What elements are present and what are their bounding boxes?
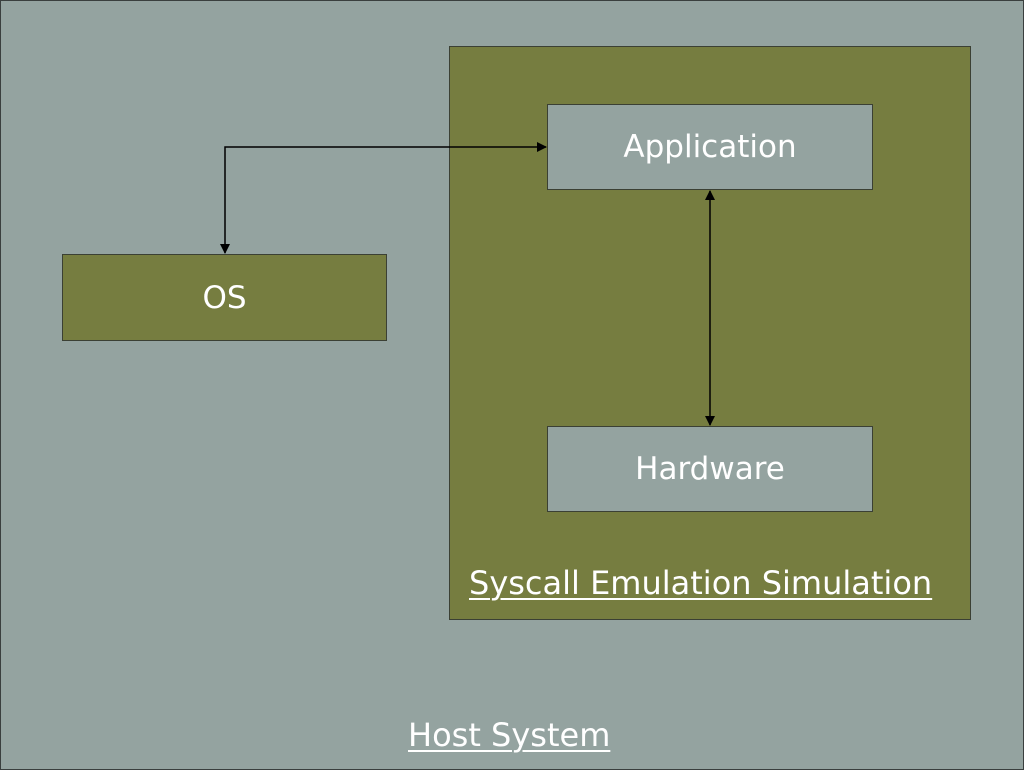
application-label: Application bbox=[623, 129, 797, 165]
os-box: OS bbox=[62, 254, 387, 341]
simulation-label: Syscall Emulation Simulation bbox=[469, 564, 933, 602]
host-system-label: Host System bbox=[408, 716, 611, 754]
os-label: OS bbox=[202, 279, 247, 316]
hardware-box: Hardware bbox=[547, 426, 873, 512]
application-box: Application bbox=[547, 104, 873, 190]
hardware-label: Hardware bbox=[635, 451, 785, 487]
